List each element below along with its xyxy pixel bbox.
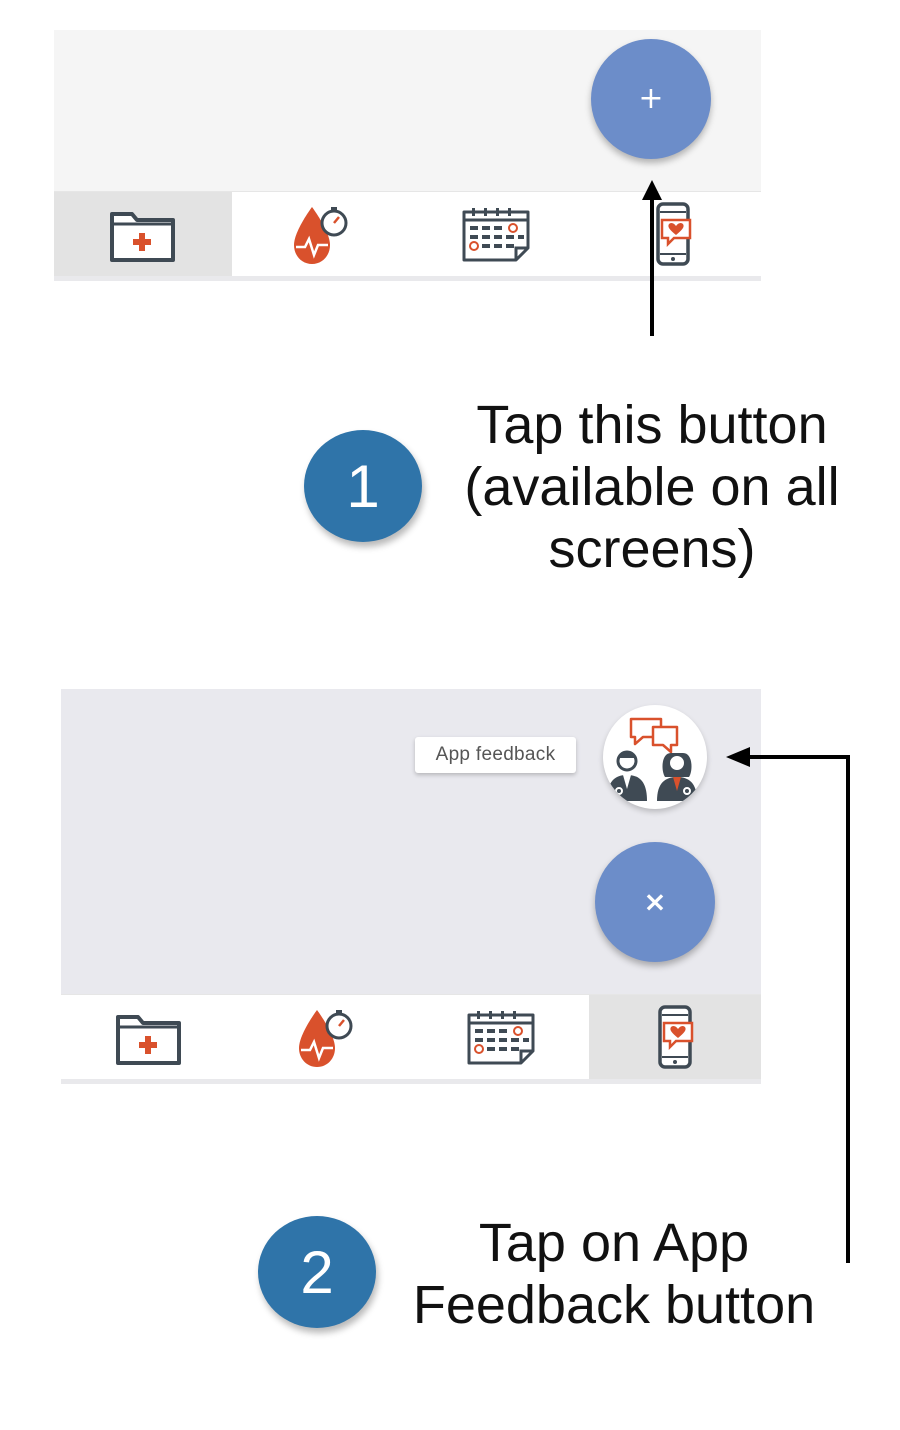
step-2-badge: 2 — [258, 1216, 376, 1328]
app-feedback-button[interactable] — [603, 705, 707, 809]
tab-calendar[interactable] — [408, 192, 584, 276]
step-2-line-1: Tap on App — [478, 1213, 750, 1273]
tab-telehealth[interactable] — [589, 995, 761, 1079]
tab-vitals[interactable] — [232, 192, 408, 276]
close-icon: × — [643, 885, 667, 918]
step-1-instruction: Tap this button (available on all screen… — [452, 394, 852, 580]
medical-folder-icon — [116, 1015, 181, 1065]
bottom-tab-bar — [61, 994, 761, 1084]
tab-medical-records[interactable] — [54, 192, 232, 276]
close-fab-button[interactable]: × — [595, 842, 715, 962]
step-2-number: 2 — [300, 1238, 334, 1306]
step-1-line-3: screens) — [548, 519, 756, 579]
calendar-icon — [467, 1011, 535, 1065]
screenshot-panel-2: App feedback × — [61, 689, 761, 1084]
phone-chat-icon — [658, 1005, 694, 1069]
phone-chat-icon — [655, 202, 691, 266]
step-2-line-2: Feedback button — [412, 1275, 816, 1335]
step-1-number: 1 — [346, 452, 380, 520]
medical-folder-icon — [110, 212, 175, 262]
tab-calendar[interactable] — [413, 995, 589, 1079]
step-1-line-1: Tap this button — [476, 395, 828, 455]
screenshot-panel-1: + — [54, 30, 761, 281]
add-fab-button[interactable]: + — [591, 39, 711, 159]
blood-drop-gauge-icon — [299, 1010, 353, 1067]
blood-drop-gauge-icon — [294, 207, 348, 264]
app-feedback-tooltip: App feedback — [415, 737, 576, 773]
step-2-instruction: Tap on App Feedback button — [404, 1212, 824, 1336]
calendar-icon — [462, 208, 530, 262]
doctors-chat-icon — [607, 717, 697, 801]
pointer-arrow-1 — [642, 180, 662, 336]
step-1-line-2: (available on all — [464, 457, 840, 517]
tab-vitals[interactable] — [237, 995, 413, 1079]
pointer-arrow-2 — [726, 747, 850, 1263]
bottom-tab-bar — [54, 191, 761, 281]
tab-medical-records[interactable] — [61, 995, 237, 1079]
plus-icon: + — [638, 81, 664, 116]
tab-telehealth[interactable] — [584, 192, 761, 276]
step-1-badge: 1 — [304, 430, 422, 542]
